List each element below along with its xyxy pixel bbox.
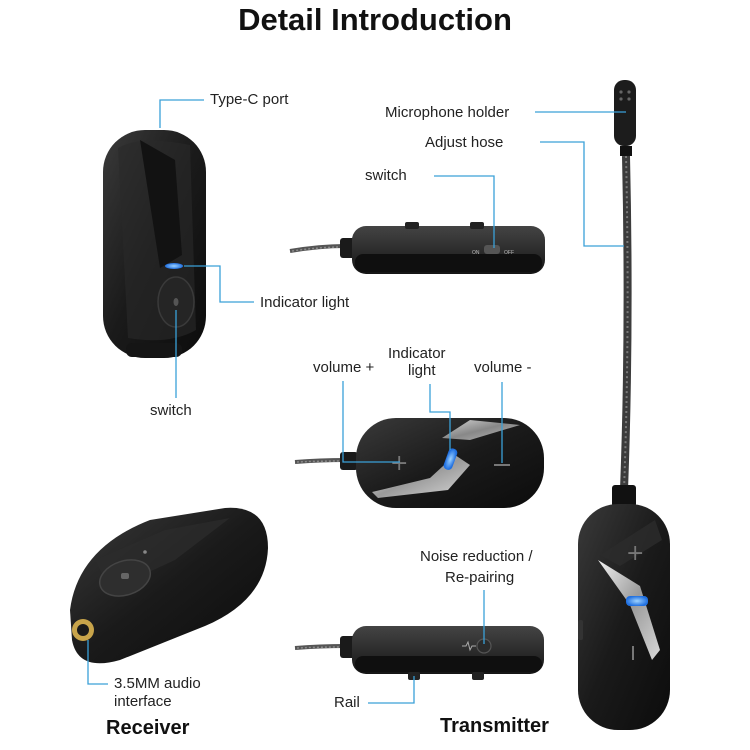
volume-up-icon: + [390,451,408,476]
caption-receiver: Receiver [106,717,190,739]
leader-switch-transmitter [434,175,495,248]
transmitter-with-gooseneck: + [578,80,670,730]
label-indicator-light-line2: light [408,362,436,379]
leader-lines [87,99,626,704]
leader-rail [368,676,415,704]
switch-off-mark: OFF [504,250,514,256]
leader-audio-interface [87,640,108,685]
transmitter-side-switch-view: ON OFF [289,222,545,274]
page-title: Detail Introduction [238,2,512,37]
receiver-device-vertical [103,130,206,358]
leader-type-c-port [159,99,204,128]
label-volume-minus: volume - [474,359,532,376]
microphone-head-icon [614,80,636,146]
transmitter-bottom-view [294,626,544,680]
transmitter-led-icon [443,448,458,470]
label-audio-interface-line2: interface [114,693,172,710]
label-noise-reduction-line2: Re-pairing [445,569,515,586]
leader-indicator-light-transmitter [429,384,451,450]
switch-on-mark: ON [472,250,480,256]
label-rail: Rail [334,694,360,711]
leader-indicator-light-receiver [184,265,254,303]
label-noise-reduction-line1: Noise reduction / [420,548,533,565]
label-indicator-light-receiver: Indicator light [260,294,350,311]
leader-adjust-hose [540,141,624,247]
label-indicator-light-line1: Indicator [388,345,446,362]
receiver-device-horizontal [70,507,268,664]
receiver-led-icon [165,263,183,269]
label-volume-plus: volume + [313,359,375,376]
label-type-c-port: Type-C port [210,91,289,108]
svg-text:+: + [626,541,644,566]
label-switch-transmitter: switch [365,167,407,184]
leader-volume-plus [342,381,400,463]
caption-transmitter: Transmitter [440,715,549,737]
volume-down-icon [494,464,510,466]
power-switch-icon [484,245,500,254]
label-adjust-hose: Adjust hose [425,134,504,151]
transmitter-front-view: + [294,418,544,508]
label-audio-interface-line1: 3.5MM audio [114,675,201,692]
label-microphone-holder: Microphone holder [385,104,510,121]
label-switch-receiver: switch [150,402,192,419]
